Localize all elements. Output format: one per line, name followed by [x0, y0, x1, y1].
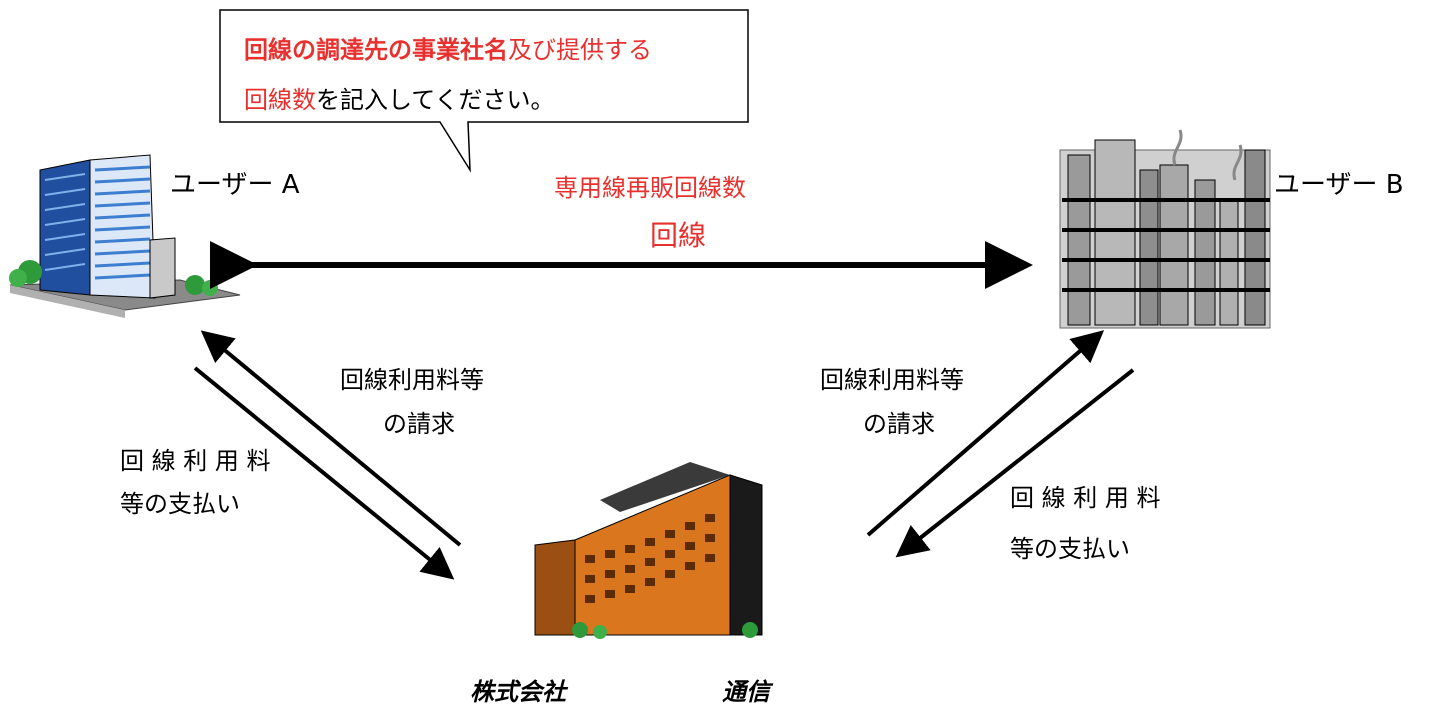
- callout-provide-text: 及び提供する: [508, 36, 652, 64]
- left-billing-arrow: [200, 330, 462, 547]
- company-name-part1: 株式会社: [470, 678, 566, 706]
- user-b-label: ユーザー B: [1274, 170, 1404, 200]
- left-billing-line2: の請求: [383, 410, 455, 438]
- line-count-title: 専用線再販回線数: [554, 174, 746, 202]
- left-payment-line2: 等の支払い: [120, 490, 240, 518]
- office-building-icon: [9, 154, 241, 318]
- company-building-icon: [534, 462, 763, 639]
- callout-line-1: 回線の調達先の事業社名及び提供する: [244, 30, 652, 65]
- right-billing-line2: の請求: [863, 410, 935, 438]
- callout-company-name-text: 回線の調達先の事業社名: [244, 36, 508, 64]
- callout-count-text: 回線数: [244, 86, 316, 114]
- line-count-unit: 回線: [650, 219, 707, 252]
- right-billing-arrow: [866, 330, 1105, 537]
- left-payment-line1: 回 線 利 用 料: [120, 447, 271, 475]
- right-payment-line2: 等の支払い: [1010, 535, 1130, 563]
- user-a-label: ユーザー A: [170, 170, 300, 200]
- callout-bubble: [219, 9, 749, 173]
- right-payment-line1: 回 線 利 用 料: [1010, 484, 1161, 512]
- right-billing-line1: 回線利用料等: [820, 366, 964, 394]
- company-name-part2: 通信: [722, 678, 770, 706]
- callout-line-2: 回線数を記入してください。: [244, 80, 555, 115]
- left-billing-line1: 回線利用料等: [340, 366, 484, 394]
- callout-instruction-text: を記入してください。: [316, 86, 555, 114]
- left-payment-arrow: [193, 366, 455, 580]
- right-payment-arrow: [895, 368, 1135, 558]
- factory-icon: [1059, 129, 1271, 329]
